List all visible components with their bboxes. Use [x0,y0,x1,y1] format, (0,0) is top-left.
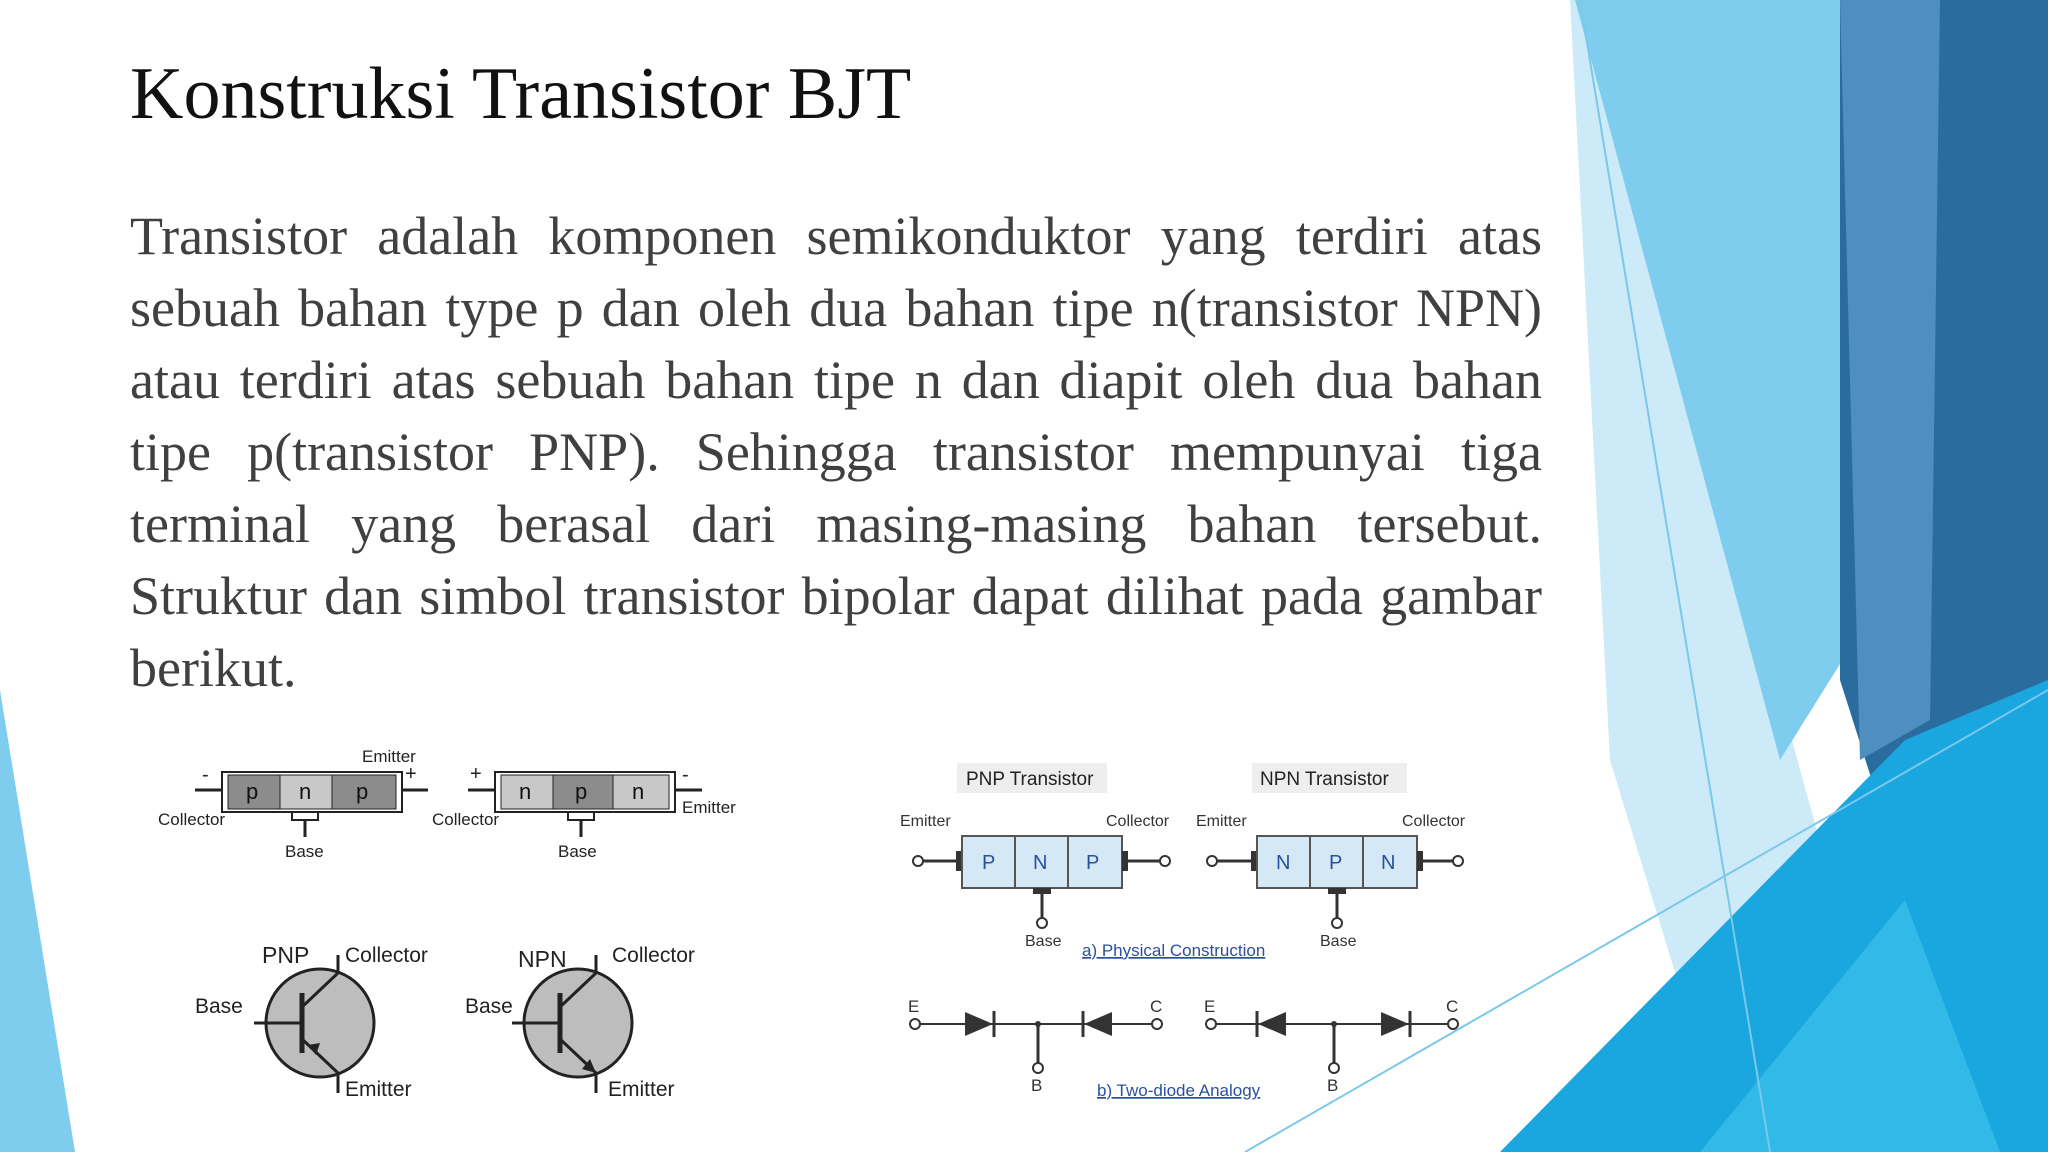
npn-physical-layer-3: N [1381,852,1395,874]
caption-two-diode-analogy: b) Two-diode Analogy [1097,1081,1261,1100]
npn-physical-title: NPN Transistor [1260,769,1389,790]
npn-block-emitter-label: Emitter [682,798,736,817]
pnp-block-diagram: Emitter - + p n p Collector Base [158,747,428,861]
npn-two-diode-analogy: E C B [1204,997,1459,1095]
pnp-physical-emitter-label: Emitter [900,813,951,830]
npn-block-collector-label: Collector [432,810,499,829]
physical-construction-figure: PNP Transistor Emitter Collector P N P B… [900,763,1466,1100]
pnp-layer-n [279,774,333,810]
pnp-block-base-label: Base [285,842,324,861]
pnp-diode-e-label: E [908,997,919,1016]
slide-paragraph: Transistor adalah komponen semikonduktor… [130,206,1542,698]
npn-symbol-base-label: Base [465,995,513,1018]
pnp-physical-base-label: Base [1025,933,1062,950]
pnp-layer-p1-label: p [246,779,258,804]
npn-physical-construction: NPN Transistor Emitter Collector N P N B… [1196,763,1466,950]
npn-layer-p-label: p [575,779,587,804]
deco-cyan-triangle [1700,900,2000,1152]
pnp-physical-layer-3: P [1086,852,1099,874]
npn-diode-e-label: E [1204,997,1215,1016]
npn-block-diagram: + - n p n Collector Emitter Base [432,763,736,861]
deco-line-1 [1579,0,1771,1152]
npn-physical-layer-2: P [1329,852,1342,874]
pnp-block-plus: + [405,763,417,785]
deco-line-2 [1244,689,2048,1152]
npn-layer-n2 [612,774,670,810]
bjt-structure-symbol-figure: Emitter - + p n p Collector Base + - n p… [158,747,736,1101]
npn-symbol: NPN Collector Base Emitter [465,944,695,1101]
pnp-symbol-type-label: PNP [262,942,309,968]
npn-physical-collector-label: Collector [1402,813,1466,830]
npn-block-base-label: Base [558,842,597,861]
npn-layer-n1-label: n [519,779,531,804]
npn-layer-n1 [500,774,554,810]
pnp-block-minus: - [202,764,209,786]
npn-physical-base-label: Base [1320,933,1357,950]
npn-physical-emitter-label: Emitter [1196,813,1247,830]
pnp-physical-layer-1: P [982,852,995,874]
npn-block-plus: + [470,763,482,785]
npn-diode-1 [1258,1012,1286,1036]
pnp-symbol-base-label: Base [195,995,243,1018]
pnp-symbol: PNP Collector Base Emitter [195,942,428,1101]
npn-symbol-emitter-label: Emitter [608,1078,675,1101]
slide-title: Konstruksi Transistor BJT [130,53,912,135]
caption-physical-construction: a) Physical Construction [1082,941,1265,960]
pnp-diode-c-label: C [1150,997,1162,1016]
pnp-block-collector-label: Collector [158,810,225,829]
pnp-physical-title: PNP Transistor [966,769,1094,790]
pnp-diode-1 [965,1012,993,1036]
npn-diode-c-label: C [1446,997,1458,1016]
npn-symbol-type-label: NPN [518,946,567,972]
npn-layer-n2-label: n [632,779,644,804]
npn-symbol-collector-label: Collector [612,944,695,967]
pnp-physical-collector-label: Collector [1106,813,1170,830]
pnp-physical-layer-2: N [1033,852,1047,874]
deco-left-sliver [0,690,75,1152]
pnp-block-emitter-label: Emitter [362,747,416,766]
npn-block-minus: - [682,764,689,786]
deco-sky-panel [1575,0,1905,760]
npn-physical-layer-1: N [1276,852,1290,874]
pnp-layer-n-label: n [299,779,311,804]
pnp-diode-2 [1084,1012,1112,1036]
pnp-two-diode-analogy: E C B [908,997,1163,1095]
npn-diode-2 [1381,1012,1409,1036]
npn-diode-b-label: B [1327,1076,1338,1095]
pnp-layer-p2-label: p [356,779,368,804]
pnp-diode-b-label: B [1031,1076,1042,1095]
npn-layer-p [552,774,614,810]
pnp-symbol-collector-label: Collector [345,944,428,967]
pnp-physical-construction: PNP Transistor Emitter Collector P N P B… [900,763,1171,950]
pnp-symbol-emitter-label: Emitter [345,1078,412,1101]
deco-mid-band [1840,0,1940,760]
pnp-layer-p2 [331,774,397,810]
